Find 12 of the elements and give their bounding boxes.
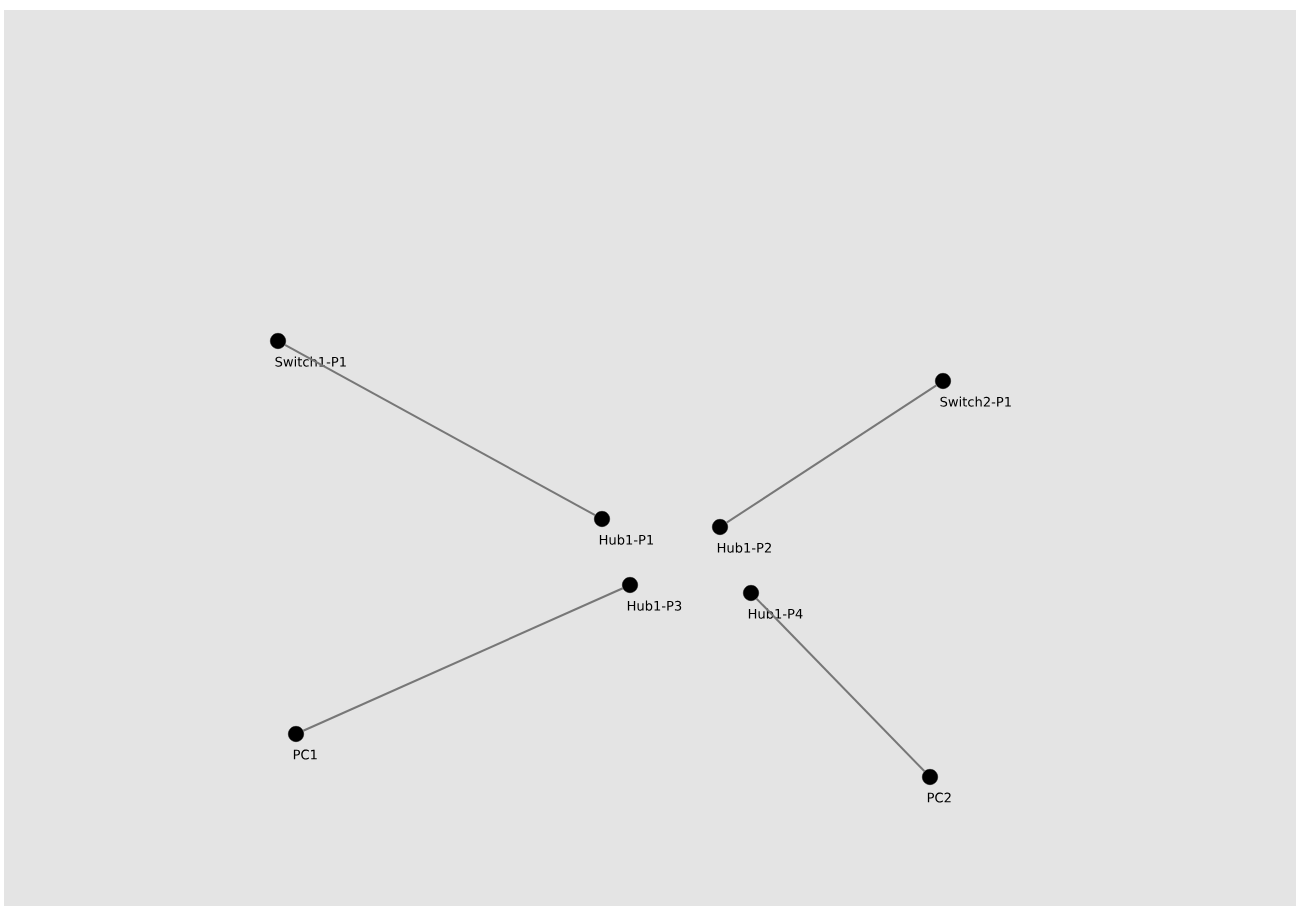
port-label: PC1 — [291, 748, 320, 761]
cable-line — [725, 384, 938, 524]
cable-line — [755, 597, 926, 773]
cable-line — [283, 343, 597, 517]
port-label: Hub1-P1 — [597, 533, 656, 547]
port-label: Switch2-P1 — [938, 395, 1014, 409]
cable-line — [302, 587, 624, 732]
port-label: Switch1-P1 — [273, 355, 349, 369]
port-label: Hub1-P2 — [715, 541, 774, 555]
port-label: Hub1-P3 — [625, 599, 684, 613]
port-label: PC2 — [925, 791, 954, 804]
port-label: Hub1-P4 — [746, 607, 805, 621]
